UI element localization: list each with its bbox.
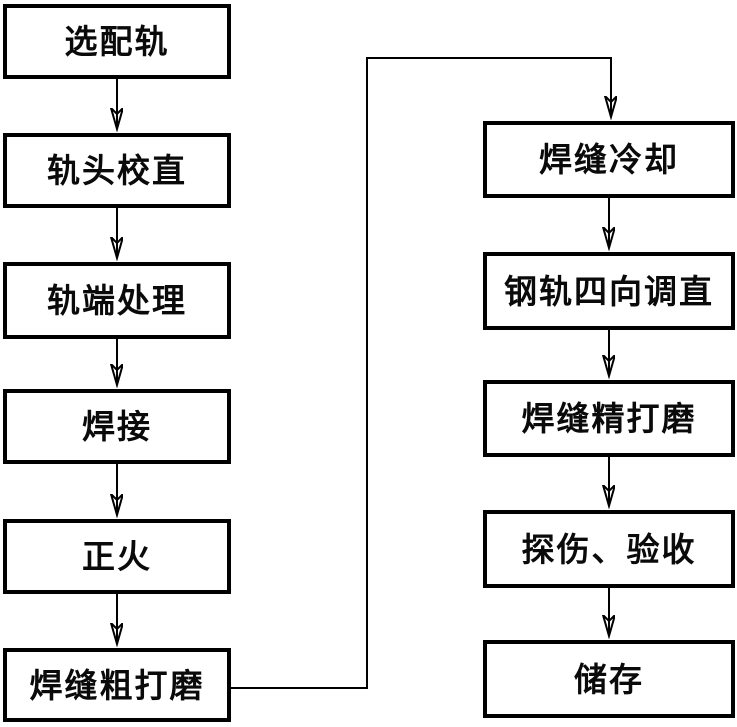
node-weld-fine-grinding-label: 焊缝精打磨 [521, 399, 697, 438]
node-railhead-straightening: 轨头校直 [3, 133, 231, 208]
node-rail-end-treatment-label: 轨端处理 [47, 281, 187, 320]
node-rail-selection: 选配轨 [3, 4, 231, 79]
node-weld-cooling-label: 焊缝冷却 [539, 140, 679, 179]
node-rail-four-way-straightening-label: 钢轨四向调直 [504, 271, 714, 311]
node-weld-fine-grinding: 焊缝精打磨 [483, 380, 735, 457]
node-normalizing: 正火 [3, 519, 231, 594]
node-flaw-detection-acceptance: 探伤、验收 [483, 510, 735, 588]
node-storage: 储存 [483, 640, 735, 718]
node-welding-label: 焊接 [82, 407, 152, 446]
node-weld-cooling: 焊缝冷却 [483, 121, 735, 198]
node-rail-end-treatment: 轨端处理 [3, 262, 231, 339]
node-flaw-detection-acceptance-label: 探伤、验收 [521, 529, 697, 569]
node-rail-selection-label: 选配轨 [64, 22, 170, 61]
node-rail-four-way-straightening: 钢轨四向调直 [483, 252, 735, 330]
node-weld-rough-grinding-label: 焊缝粗打磨 [29, 665, 205, 705]
node-weld-rough-grinding: 焊缝粗打磨 [3, 648, 231, 722]
node-railhead-straightening-label: 轨头校直 [47, 151, 187, 190]
node-welding: 焊接 [3, 389, 231, 464]
node-storage-label: 储存 [574, 659, 644, 699]
node-normalizing-label: 正火 [82, 537, 152, 576]
